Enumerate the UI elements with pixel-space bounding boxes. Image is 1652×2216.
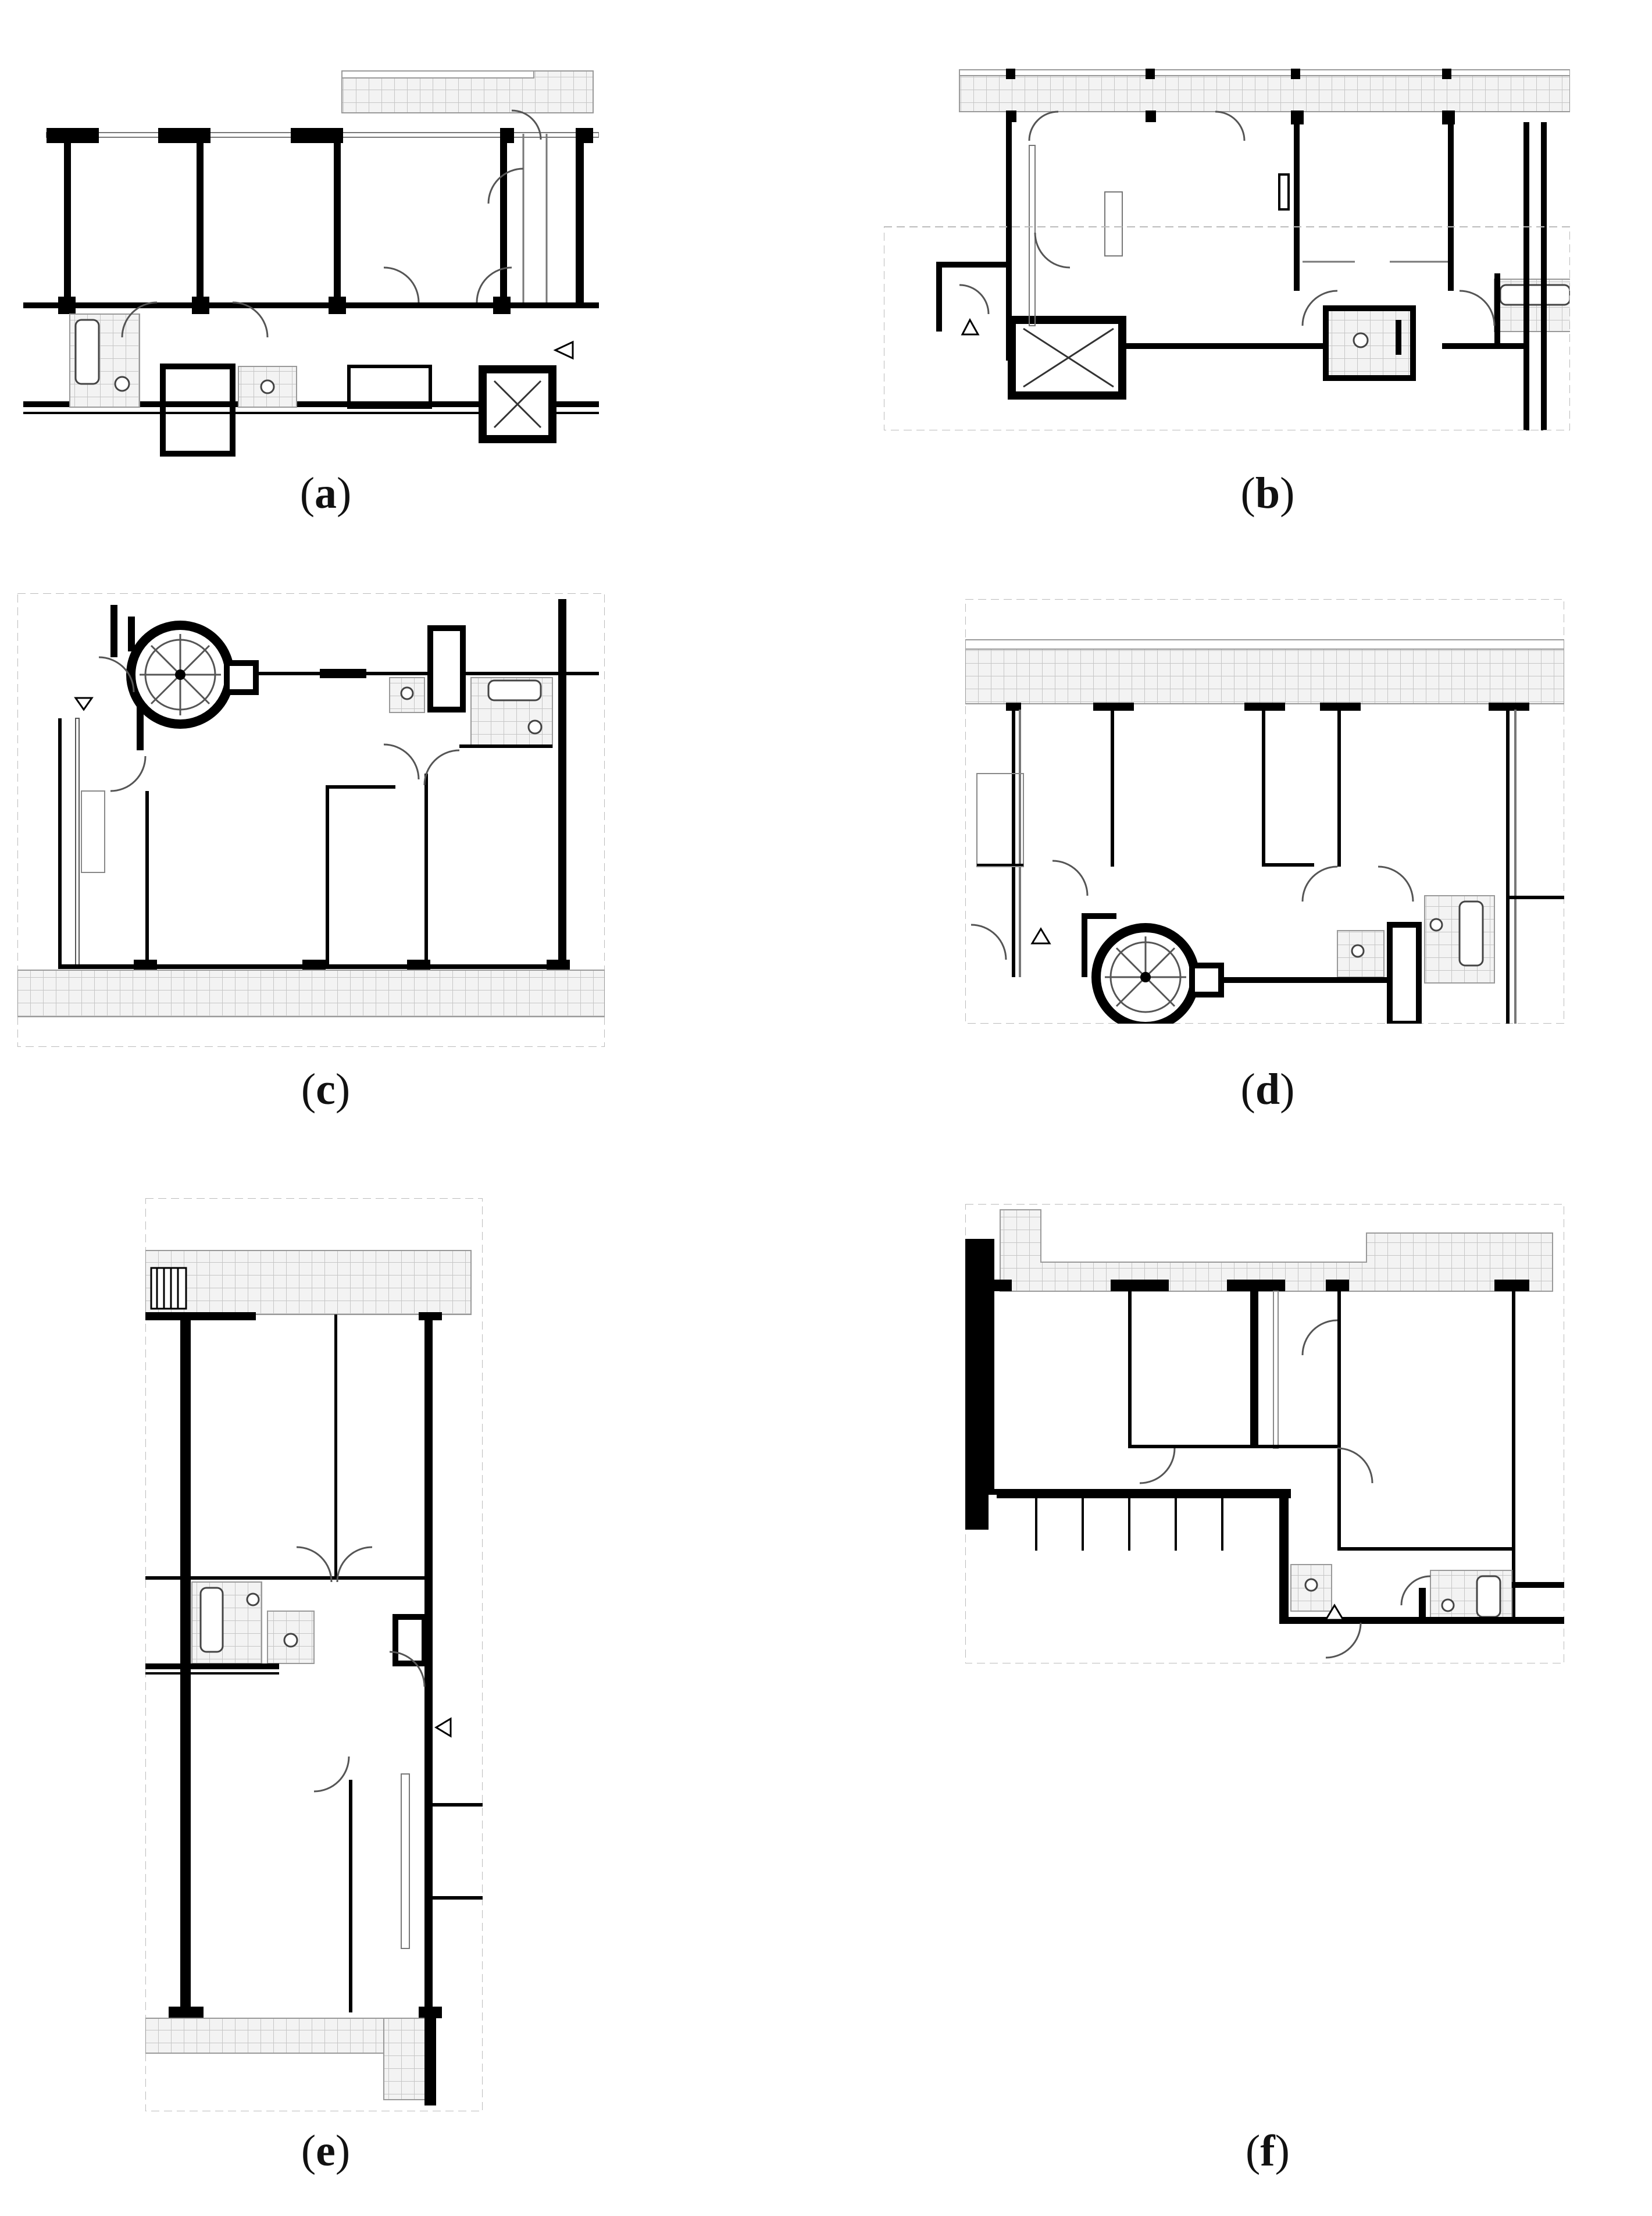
bathtub-icon — [74, 319, 100, 385]
balcony-d — [965, 639, 1564, 704]
balcony-e-lower — [145, 2018, 402, 2054]
triangle-entrance-icon — [434, 1717, 452, 1738]
caption-c: (c) — [301, 1065, 351, 1114]
caption-a: (a) — [299, 469, 352, 518]
caption-f: (f) — [1246, 2126, 1290, 2175]
triangle-entrance-icon — [553, 340, 574, 360]
caption-b: (b) — [1240, 469, 1295, 518]
floor-plan-c — [17, 593, 605, 1047]
floor-plan-f — [965, 1204, 1564, 1663]
caption-e: (e) — [301, 2126, 351, 2175]
toilet-icon — [1353, 332, 1369, 348]
toilet-icon — [260, 379, 275, 394]
toilet-icon — [1304, 1578, 1318, 1592]
floor-plan-d — [965, 599, 1564, 1024]
toilet-icon — [1429, 918, 1443, 932]
balcony-e — [145, 1250, 472, 1315]
toilet-icon — [246, 1592, 260, 1606]
bathtub-icon — [1458, 900, 1484, 967]
toilet-icon — [1351, 944, 1365, 958]
bathtub-icon — [1499, 284, 1570, 306]
triangle-entrance-icon — [74, 697, 94, 711]
floor-plan-a — [23, 64, 599, 459]
toilet-icon — [527, 719, 543, 735]
triangle-entrance-icon — [961, 318, 980, 336]
floor-plan-b — [884, 64, 1570, 430]
toilet-icon — [283, 1633, 298, 1648]
triangle-entrance-icon — [1030, 927, 1051, 945]
toilet-icon — [114, 376, 130, 392]
toilet-icon — [400, 686, 414, 700]
balcony-c — [17, 970, 605, 1017]
caption-d: (d) — [1240, 1065, 1295, 1114]
triangle-entrance-icon — [1324, 1604, 1345, 1621]
bathtub-icon — [487, 679, 542, 701]
bathtub-icon — [1476, 1575, 1501, 1618]
floor-plan-e — [145, 1198, 483, 2111]
balcony-f — [1000, 1209, 1553, 1292]
bathtub-icon — [199, 1587, 224, 1653]
toilet-icon — [1441, 1598, 1455, 1612]
